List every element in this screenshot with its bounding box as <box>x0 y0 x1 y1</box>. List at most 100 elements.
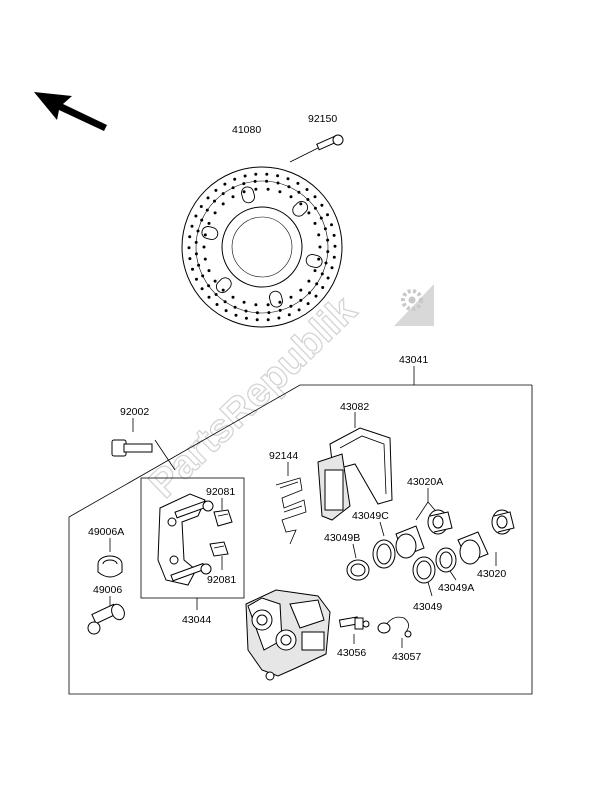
label-92144[interactable]: 92144 <box>269 450 298 462</box>
caliper-body[interactable] <box>245 589 331 681</box>
disc-hole <box>278 190 282 194</box>
disc-hole <box>296 181 300 185</box>
disc-hole <box>255 318 259 322</box>
part-labels: 41080 92150 43041 92002 43082 92144 9208… <box>88 113 506 663</box>
disc-hole <box>221 192 225 196</box>
disc-hole <box>221 288 225 292</box>
label-92081-lower[interactable]: 92081 <box>207 574 236 586</box>
disc-hole <box>213 211 217 215</box>
bleeder-cap-43057[interactable] <box>377 616 412 648</box>
dust-boot-49006A[interactable] <box>97 538 123 578</box>
seal-43049A[interactable] <box>435 547 457 581</box>
disc-hole <box>287 185 291 189</box>
disc-hole <box>276 181 280 185</box>
piston-43020[interactable] <box>457 509 515 566</box>
disc-hole <box>242 182 246 186</box>
disc-hole <box>320 272 324 276</box>
disc-hole <box>244 316 248 320</box>
disc-hole <box>231 295 235 299</box>
disc-hole <box>207 284 211 288</box>
disc-hole <box>315 282 319 286</box>
disc-hole <box>326 276 330 280</box>
label-43049C[interactable]: 43049C <box>352 510 389 522</box>
disc-hole <box>223 182 227 186</box>
disc-hole <box>299 202 303 206</box>
disc-hole <box>297 308 301 312</box>
label-43020[interactable]: 43020 <box>477 568 506 580</box>
label-43049[interactable]: 43049 <box>413 601 442 613</box>
disc-hole <box>314 294 318 298</box>
disc-hole <box>318 245 322 249</box>
disc-hole <box>266 318 270 322</box>
disc-hole <box>266 187 270 191</box>
caliper-bracket-43044[interactable] <box>157 493 214 586</box>
disc-hole <box>207 269 211 273</box>
disc-hole <box>313 206 317 210</box>
disc-hole <box>278 300 282 304</box>
brake-pads-43082[interactable] <box>317 412 393 521</box>
bleeder-valve-43056[interactable] <box>338 616 370 644</box>
disc-hole <box>242 300 246 304</box>
label-43020A[interactable]: 43020A <box>407 476 443 488</box>
disc-hole <box>231 186 235 190</box>
label-43056[interactable]: 43056 <box>337 647 366 659</box>
disc-hole <box>215 303 219 306</box>
disc-bolt-92150[interactable] <box>289 134 344 163</box>
label-43082[interactable]: 43082 <box>340 401 369 413</box>
disc-hole <box>306 198 310 201</box>
disc-hole <box>242 190 246 194</box>
disc-hole <box>255 311 259 315</box>
disc-hole <box>332 233 336 237</box>
disc-hole <box>188 235 192 239</box>
disc-hole <box>234 313 238 317</box>
label-41080[interactable]: 41080 <box>232 124 261 136</box>
disc-hole <box>201 274 205 278</box>
disc-hole <box>265 179 269 183</box>
disc-hole <box>307 279 311 283</box>
disc-hole <box>289 195 293 199</box>
disc-hole <box>214 188 218 192</box>
disc-hole <box>254 172 258 176</box>
assembly-frame-43041 <box>68 384 533 695</box>
caliper-bolt-92002[interactable] <box>111 418 176 471</box>
label-92150[interactable]: 92150 <box>308 113 337 125</box>
disc-hole <box>200 218 204 222</box>
disc-hole <box>194 252 198 256</box>
disc-hole <box>254 187 258 191</box>
disc-hole <box>200 287 204 291</box>
disc-hole <box>267 311 271 315</box>
label-43049B[interactable]: 43049B <box>324 532 360 544</box>
label-43057[interactable]: 43057 <box>392 651 421 663</box>
slide-pin-49006[interactable] <box>87 596 127 635</box>
disc-slot <box>292 200 309 217</box>
brake-disc-41080[interactable] <box>181 166 343 328</box>
pad-clip-92081-upper[interactable] <box>213 498 233 527</box>
disc-hole <box>326 238 330 242</box>
label-49006[interactable]: 49006 <box>93 584 122 596</box>
disc-hole <box>233 177 237 181</box>
label-92002[interactable]: 92002 <box>120 406 149 418</box>
disc-hole <box>265 172 269 176</box>
pad-spring-92144[interactable] <box>275 462 307 545</box>
label-49006A[interactable]: 49006A <box>88 526 124 538</box>
disc-hole <box>196 229 200 233</box>
disc-hole <box>326 250 330 254</box>
disc-hole <box>287 313 291 317</box>
label-92081-upper[interactable]: 92081 <box>206 486 235 498</box>
pad-clip-92081-lower[interactable] <box>209 541 229 570</box>
piston-43020A[interactable] <box>395 488 453 559</box>
disc-hole <box>326 213 329 217</box>
disc-hole <box>277 316 281 320</box>
disc-hole <box>194 214 198 218</box>
seal-43049C[interactable] <box>372 521 396 569</box>
label-43044[interactable]: 43044 <box>182 614 211 626</box>
seal-43049[interactable] <box>412 556 436 597</box>
label-43041[interactable]: 43041 <box>399 354 428 366</box>
disc-hole <box>206 196 210 200</box>
seal-43049B[interactable] <box>346 543 370 581</box>
disc-hole <box>203 233 207 237</box>
disc-hole <box>233 305 237 309</box>
disc-slot <box>215 277 232 294</box>
disc-hole <box>254 303 258 307</box>
label-43049A[interactable]: 43049A <box>438 582 474 594</box>
